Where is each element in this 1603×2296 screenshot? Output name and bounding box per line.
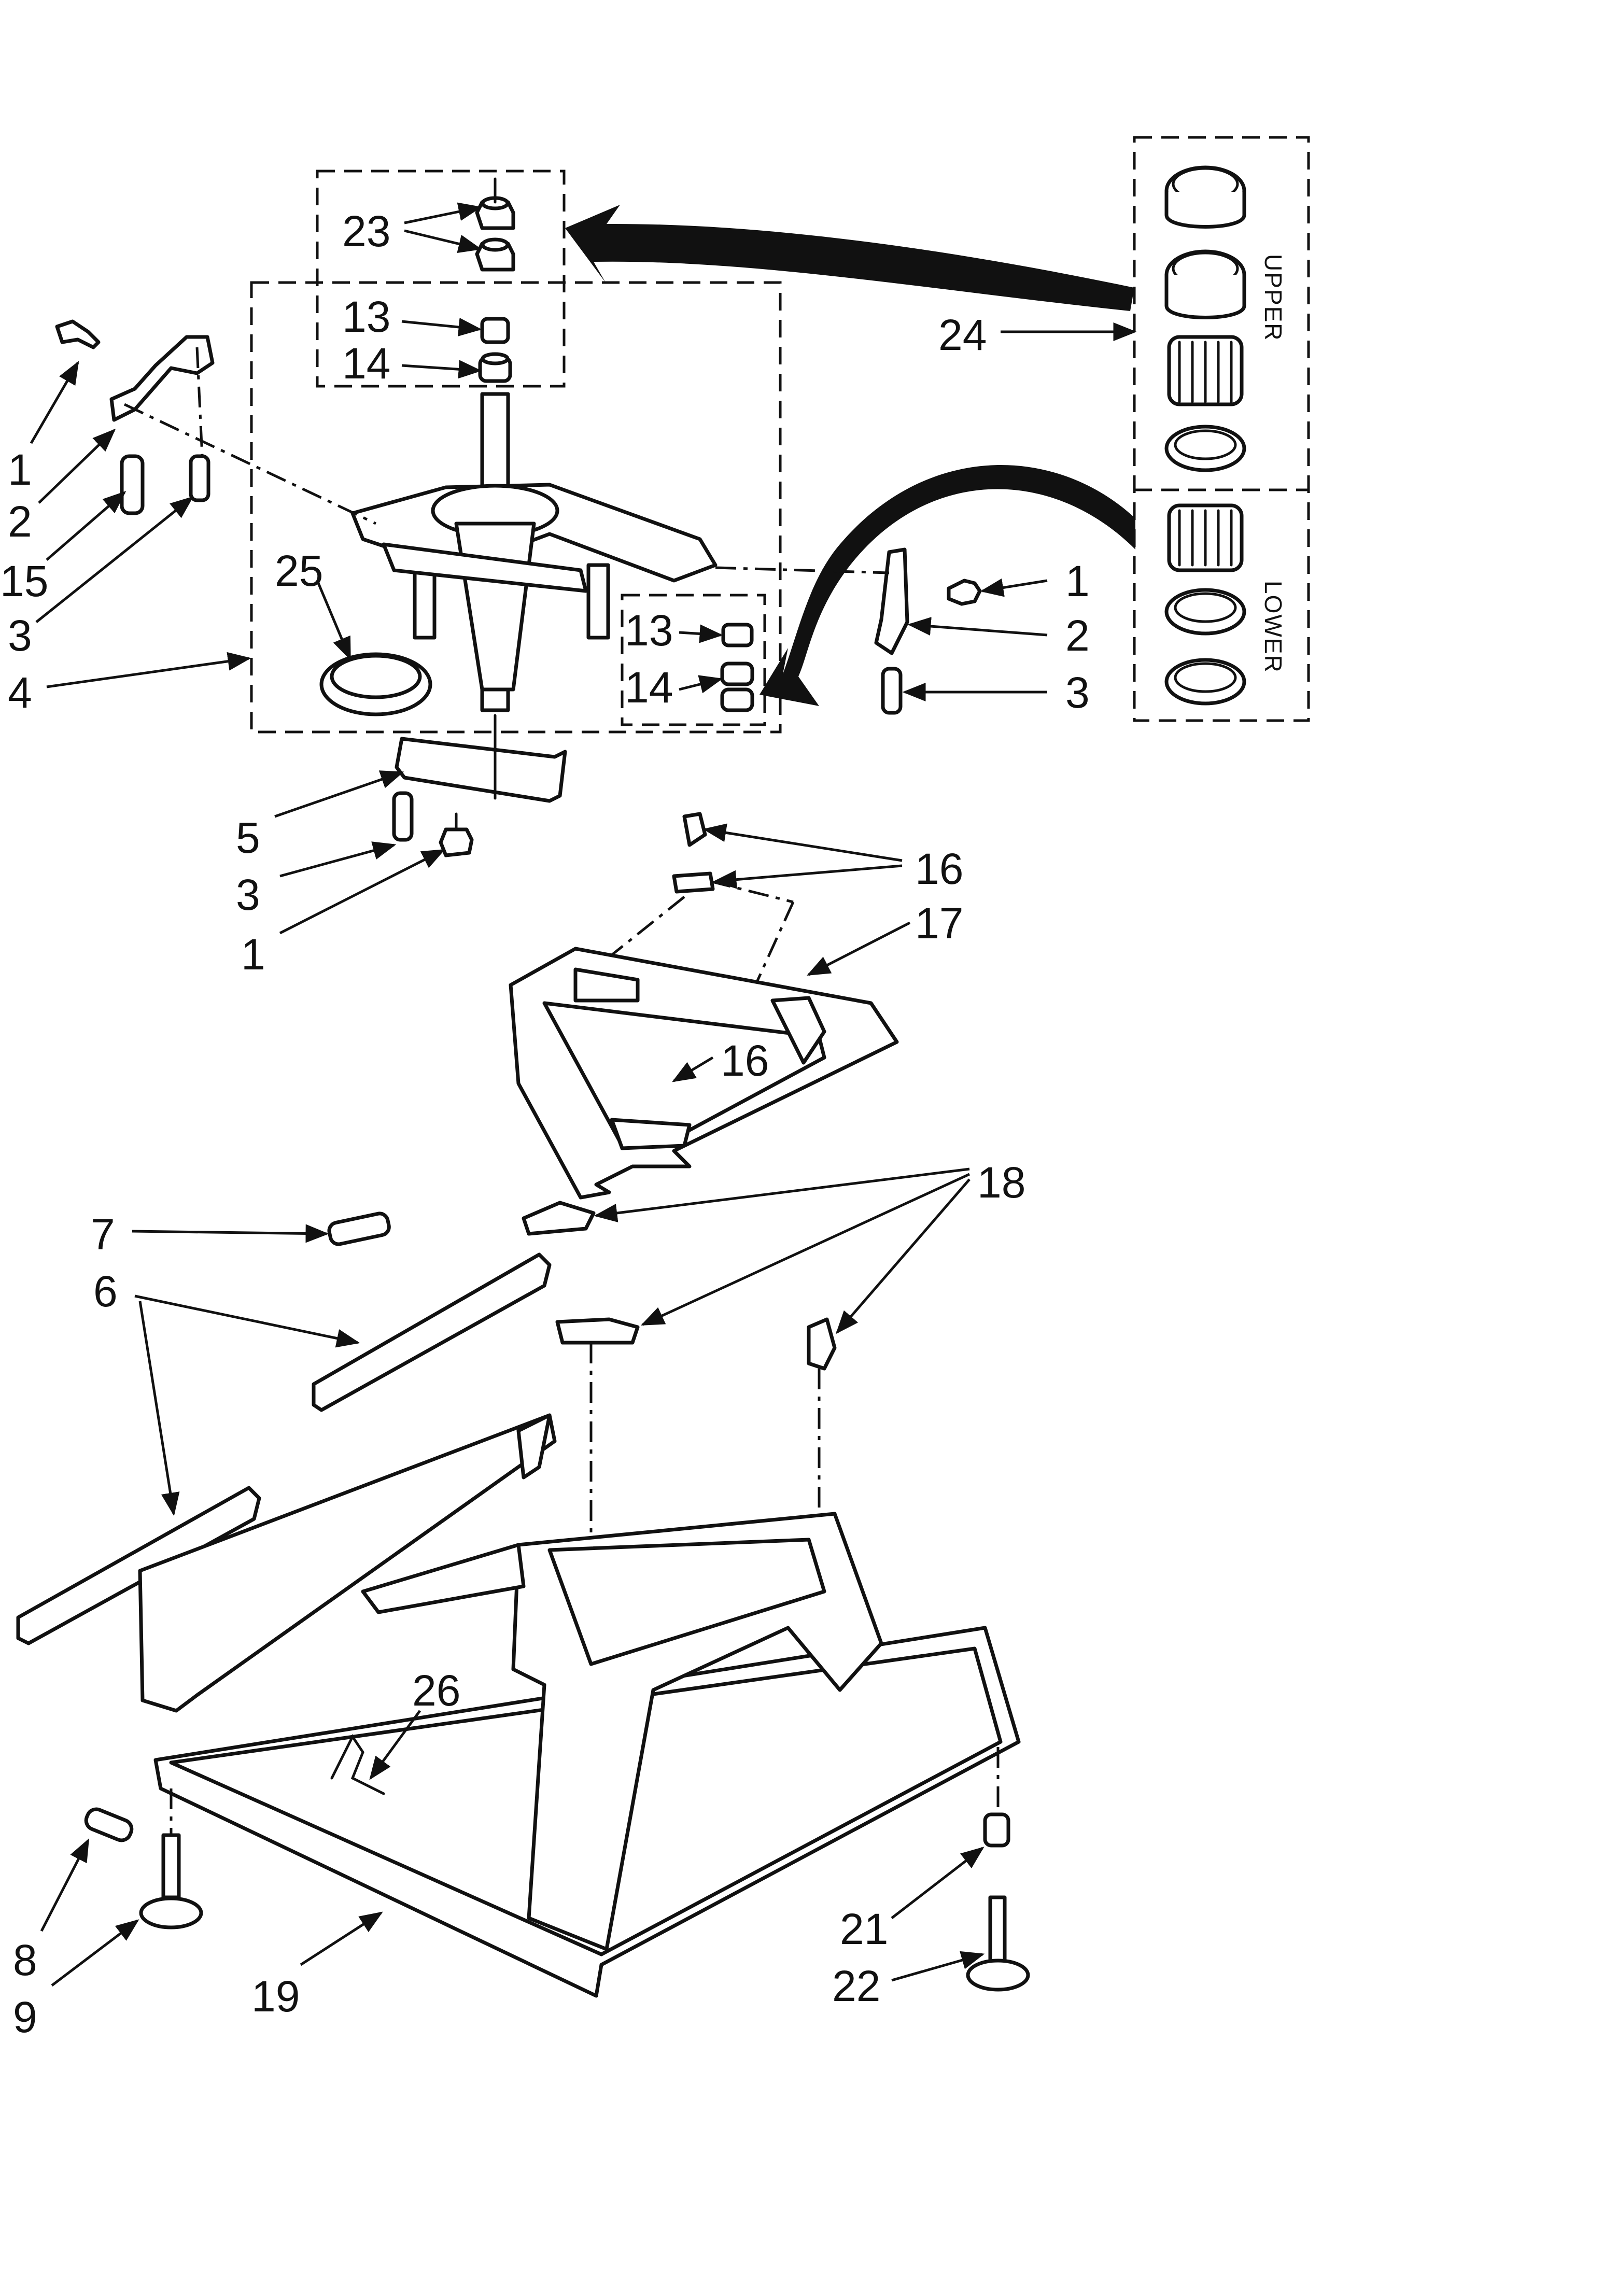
- callout-25: 25: [275, 546, 323, 595]
- part-4-mechanism-base: [350, 392, 718, 712]
- part-2-bracket-left: [109, 335, 215, 422]
- part-24-bearing-kit-upper: [1164, 165, 1246, 472]
- callout-23: 23: [342, 207, 390, 256]
- agitator-bearing-box: [316, 170, 566, 388]
- callout-16-top: 16: [915, 844, 963, 893]
- part-18-pads: [522, 1201, 837, 1371]
- part-1-screw-left: [55, 319, 101, 349]
- part-14-seal-lower: [720, 661, 754, 712]
- callout-24: 24: [938, 311, 987, 359]
- part-13-washer-upper: [480, 317, 510, 344]
- bearing-kit-box: [1133, 136, 1310, 722]
- callout-4: 4: [8, 668, 32, 717]
- part-26-clip: [330, 1734, 385, 1795]
- callout-13-lower: 13: [625, 606, 673, 655]
- part-15-spring: [120, 454, 145, 515]
- part-1-screw-right: [947, 579, 982, 606]
- callout-14-lower: 14: [625, 663, 673, 712]
- mechanism-base-box: [250, 281, 782, 734]
- part-24-bearing-kit-lower: [1164, 503, 1246, 706]
- lower-bearing-box: [621, 594, 766, 726]
- callout-7: 7: [91, 1210, 115, 1259]
- part-25-snubber-ring: [319, 652, 432, 716]
- callout-1-top-left: 1: [8, 445, 32, 494]
- part-7-spring: [327, 1212, 391, 1246]
- part-5-bracket-bottom: [395, 737, 567, 803]
- callout-19: 19: [251, 1972, 300, 2021]
- callout-9: 9: [13, 1993, 37, 2041]
- part-3-spring-bottom: [392, 791, 414, 842]
- part-23-bearing-upper: [475, 196, 515, 272]
- lower-kit-arrow: [760, 465, 1135, 706]
- part-14-seal-upper: [478, 352, 512, 383]
- callout-6: 6: [93, 1267, 118, 1316]
- callout-14-upper: 14: [342, 339, 390, 388]
- callout-8: 8: [13, 1936, 37, 1984]
- callout-2-right: 2: [1065, 611, 1090, 660]
- callout-2-top-left: 2: [8, 497, 32, 546]
- part-3-spring-left: [189, 454, 210, 502]
- part-8-foot-pin: [84, 1807, 134, 1842]
- callout-16-frame: 16: [721, 1036, 769, 1085]
- lower-kit-label: LOWER: [1260, 581, 1287, 673]
- part-17-center-frame: [509, 947, 899, 1200]
- part-1-screw-bottom: [439, 812, 474, 857]
- callout-26: 26: [412, 1666, 460, 1715]
- part-6-braces: [16, 1252, 552, 1645]
- callout-18: 18: [977, 1158, 1025, 1207]
- part-21-leg-nut: [983, 1812, 1010, 1848]
- callout-21: 21: [840, 1905, 888, 1953]
- upper-kit-arrow: [565, 205, 1134, 311]
- callout-3-right: 3: [1065, 668, 1090, 717]
- callout-1-right: 1: [1065, 557, 1090, 605]
- part-3-spring-right: [881, 667, 903, 715]
- callout-15: 15: [0, 557, 48, 605]
- callout-1-bottom: 1: [241, 930, 265, 979]
- part-2-bracket-right: [874, 547, 909, 655]
- part-9-leveling-leg: [139, 1833, 203, 1929]
- upper-kit-label: UPPER: [1260, 254, 1287, 341]
- part-19-base-frame: [138, 1413, 1021, 1998]
- callout-3-top-left: 3: [8, 611, 32, 660]
- part-22-leveling-leg: [966, 1895, 1030, 1992]
- callout-5: 5: [236, 813, 260, 862]
- callout-3-bottom: 3: [236, 870, 260, 919]
- part-13-washer-lower: [721, 623, 754, 647]
- callout-22: 22: [832, 1962, 880, 2010]
- callout-13-upper: 13: [342, 292, 390, 341]
- callout-17: 17: [915, 899, 963, 948]
